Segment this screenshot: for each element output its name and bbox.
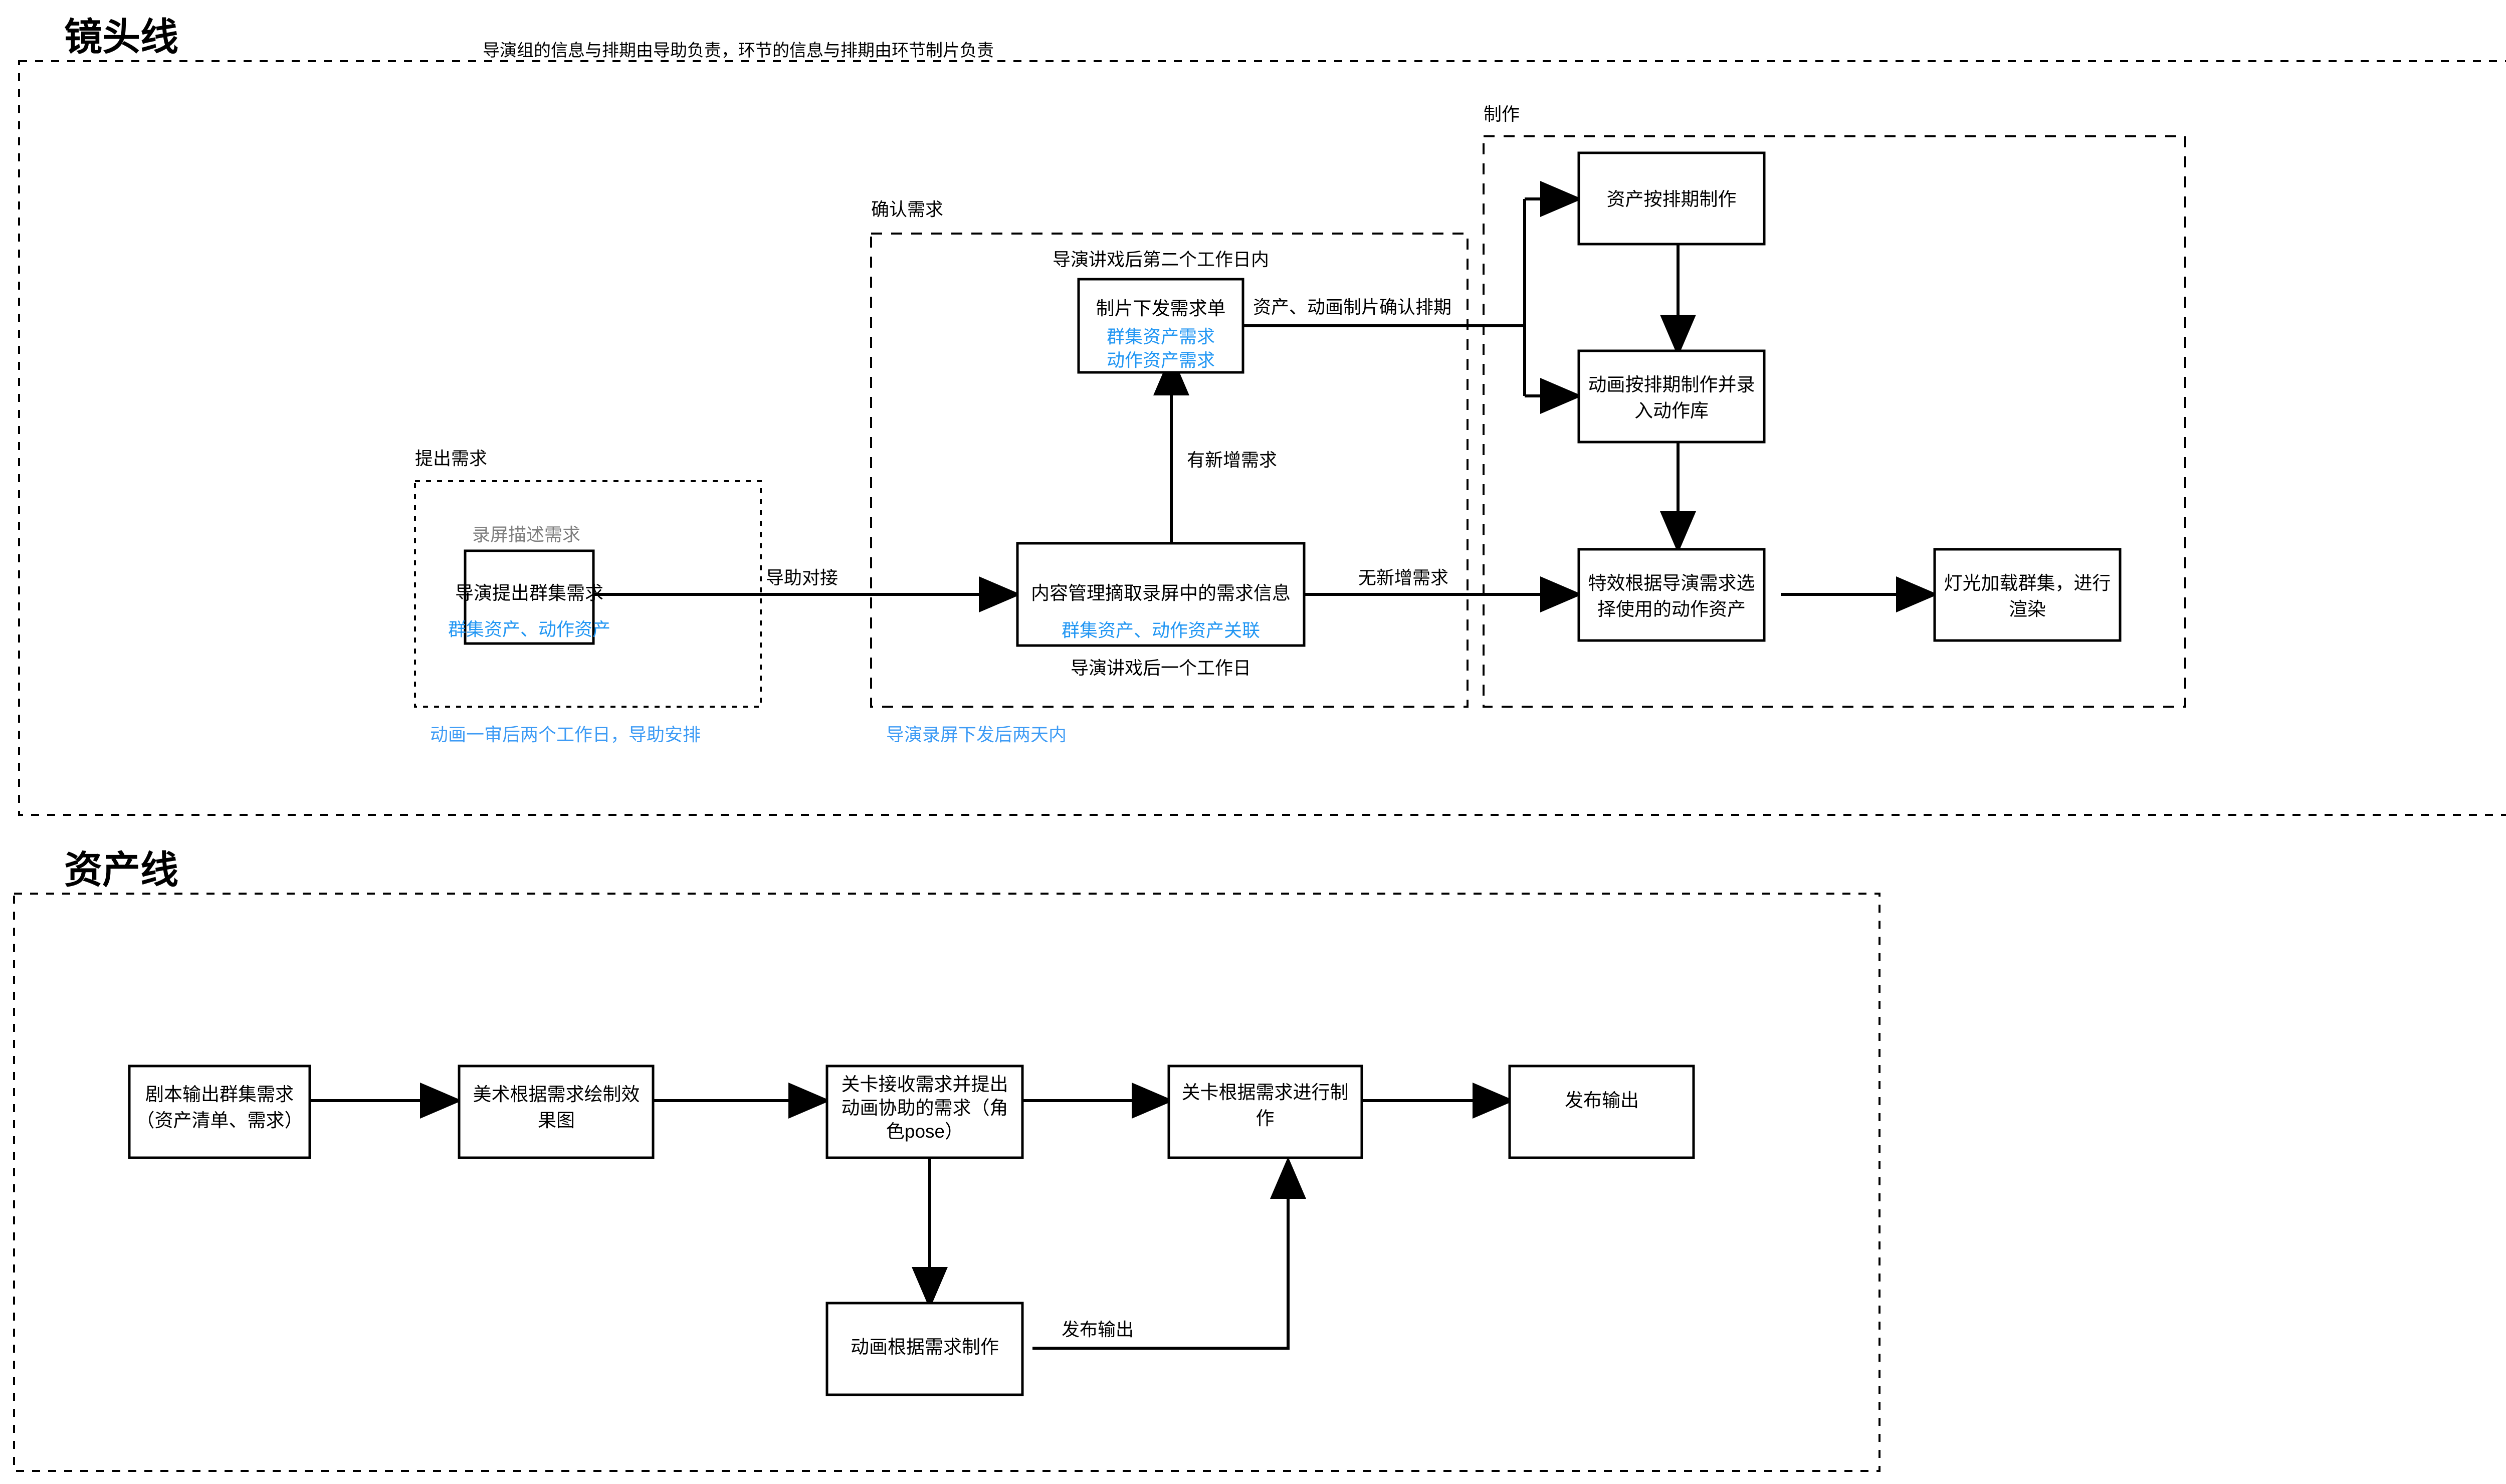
lane-title-asset-line: 资产线 [64, 849, 178, 892]
edge-anim-publish-to-level-produce [1032, 1157, 1306, 1350]
footnote-anim-review: 动画一审后两个工作日，导助安排 [430, 724, 701, 745]
caption-content-extract-below: 导演讲戏后一个工作日 [1071, 658, 1251, 678]
node-director-raise-title: 导演提出群集需求 [455, 583, 603, 603]
node-asset-schedule-produce-title: 资产按排期制作 [1607, 189, 1737, 209]
node-publish-output-title: 发布输出 [1565, 1090, 1639, 1111]
node-fx-select-asset[interactable] [1577, 548, 1766, 642]
node-issue-demand-sheet[interactable] [1077, 278, 1244, 374]
shot-line-header-note: 导演组的信息与排期由导助负责，环节的信息与排期由环节制片负责 [483, 41, 994, 60]
caption-issue-sheet-above: 导演讲戏后第二个工作日内 [1053, 249, 1269, 270]
edge-dock-label: 导助对接 [766, 567, 838, 588]
node-fx-select-asset-title-2: 择使用的动作资产 [1597, 599, 1746, 619]
node-level-receive[interactable] [825, 1065, 1024, 1159]
node-script-output[interactable] [128, 1065, 311, 1159]
node-anim-produce[interactable] [825, 1302, 1024, 1396]
node-level-produce[interactable] [1167, 1065, 1363, 1159]
asset-line-container [13, 893, 1881, 1472]
group-box-confirm-demand [870, 233, 1469, 708]
node-art-concept[interactable] [458, 1065, 655, 1159]
node-content-extract-title: 内容管理摘取录屏中的需求信息 [1031, 583, 1291, 603]
group-box-production [1483, 135, 2186, 708]
node-publish-output[interactable] [1508, 1065, 1695, 1159]
footnote-director-record: 导演录屏下发后两天内 [886, 724, 1067, 745]
node-art-concept-title-1: 美术根据需求绘制效 [473, 1084, 640, 1105]
group-box-raise-demand [414, 480, 762, 708]
node-level-produce-title-2: 作 [1256, 1108, 1275, 1129]
group-label-production: 制作 [1484, 104, 1520, 124]
edge-new-demand-label: 有新增需求 [1187, 450, 1277, 470]
node-lighting-render-title-2: 渲染 [2009, 599, 2046, 619]
node-director-raise[interactable] [464, 549, 595, 645]
node-director-raise-sub: 群集资产、动作资产 [448, 619, 610, 640]
node-script-output-title-2: （资产清单、需求） [136, 1110, 303, 1131]
edge-publish-output-label: 发布输出 [1062, 1319, 1134, 1340]
group-label-raise-demand: 提出需求 [415, 448, 487, 469]
edge-no-new-demand-label: 无新增需求 [1358, 567, 1448, 588]
edge-confirm-schedule-label: 资产、动画制片确认排期 [1253, 297, 1451, 317]
node-anim-schedule-produce[interactable] [1577, 349, 1766, 444]
node-issue-demand-sheet-sub2: 动作资产需求 [1107, 350, 1215, 370]
node-content-extract[interactable] [1016, 542, 1306, 647]
node-content-extract-sub: 群集资产、动作资产关联 [1062, 620, 1260, 641]
node-level-receive-title-1: 关卡接收需求并提出 [842, 1074, 1008, 1095]
group-label-confirm-demand: 确认需求 [871, 199, 943, 220]
node-asset-schedule-produce[interactable] [1577, 151, 1766, 246]
node-art-concept-title-2: 果图 [538, 1110, 575, 1131]
node-anim-schedule-produce-title-2: 入动作库 [1634, 400, 1709, 421]
shot-line-container [18, 60, 2506, 816]
node-level-receive-title-3: 色pose） [886, 1121, 963, 1142]
node-issue-demand-sheet-title: 制片下发需求单 [1096, 298, 1226, 319]
node-lighting-render[interactable] [1933, 548, 2122, 642]
node-anim-schedule-produce-title-1: 动画按排期制作并录 [1588, 374, 1755, 395]
node-fx-select-asset-title-1: 特效根据导演需求选 [1588, 573, 1755, 593]
node-lighting-render-title-1: 灯光加载群集，进行 [1944, 573, 2111, 593]
caption-director-raise-above: 录屏描述需求 [472, 524, 580, 545]
node-level-receive-title-2: 动画协助的需求（角 [842, 1098, 1008, 1118]
node-level-produce-title-1: 关卡根据需求进行制 [1182, 1082, 1349, 1103]
node-issue-demand-sheet-sub: 群集资产需求 [1107, 326, 1215, 347]
node-script-output-title-1: 剧本输出群集需求 [145, 1084, 294, 1105]
node-anim-produce-title: 动画根据需求制作 [851, 1337, 999, 1357]
lane-title-shot-line: 镜头线 [64, 16, 178, 59]
